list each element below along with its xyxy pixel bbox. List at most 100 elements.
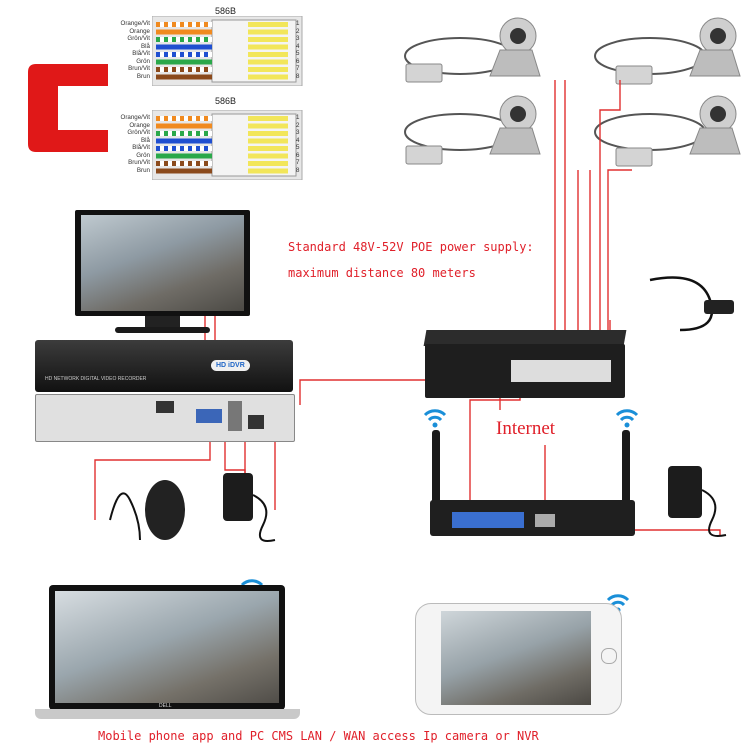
pin-number: 8: [296, 166, 300, 174]
wire-stripe: [160, 146, 164, 151]
wire-stripe: [208, 37, 212, 42]
wire-stripe: [192, 22, 196, 27]
bracket-shape: [28, 64, 108, 152]
wire-stripe: [184, 116, 188, 121]
wire-strand: [156, 138, 212, 144]
ip-camera-icon: [594, 95, 741, 167]
wire-stripe: [200, 146, 204, 151]
wire-stripe: [160, 131, 164, 136]
wire-stripe: [192, 161, 196, 166]
wire-stripe: [168, 131, 172, 136]
nvr-front-label: HD NETWORK DIGITAL VIDEO RECORDER: [45, 376, 147, 382]
poe-distance-text: maximum distance 80 meters: [288, 266, 476, 280]
wire-stripe: [168, 161, 172, 166]
pin-contact: [248, 123, 288, 129]
wire-label: Grön: [136, 57, 150, 65]
pin-contact: [248, 146, 288, 151]
wiring-title: 586B: [215, 6, 237, 16]
wire-stripe: [176, 22, 180, 27]
wire-stripe: [208, 146, 212, 151]
wire-stripe: [192, 146, 196, 151]
wire-stripe: [208, 67, 212, 72]
poe-switch: [423, 330, 627, 400]
wiring-diagram-top: 586B: [100, 6, 310, 90]
nvr-badge: HD iDVR: [211, 360, 250, 371]
pin-contact: [248, 29, 288, 35]
pin-contact: [248, 168, 288, 174]
pin-contact: [248, 131, 288, 136]
wire-strand: [156, 123, 212, 129]
pin-contact: [248, 44, 288, 50]
wire-stripe: [184, 52, 188, 57]
wire-stripe: [192, 37, 196, 42]
router: [430, 430, 640, 540]
wire-stripe: [168, 52, 172, 57]
antenna-right: [622, 430, 630, 515]
pin-number: 5: [296, 144, 300, 151]
wire-stripe: [208, 116, 212, 121]
wire-stripe: [192, 116, 196, 121]
wire-stripe: [200, 52, 204, 57]
pin-number: 7: [296, 65, 300, 72]
ip-camera-icon: [404, 95, 541, 165]
connector-svg: [152, 110, 303, 180]
wiring-diagram-bottom: 586B: [100, 96, 310, 186]
pin-contact: [248, 153, 288, 159]
wire-stripe: [192, 52, 196, 57]
monitor-screen: [81, 215, 244, 311]
laptop-brand: DELL: [159, 703, 172, 709]
poe-supply-text: Standard 48V-52V POE power supply:: [288, 240, 534, 254]
laptop: DELL: [35, 585, 300, 725]
wire-stripe: [192, 131, 196, 136]
phone-screen: [441, 611, 591, 705]
wire-stripe: [160, 67, 164, 72]
wire-stripe: [184, 67, 188, 72]
wire-stripe: [192, 67, 196, 72]
pin-number: 7: [296, 159, 300, 166]
wire-stripe: [176, 161, 180, 166]
pin-contact: [248, 74, 288, 80]
wire-stripe: [168, 37, 172, 42]
pin-number: 4: [296, 42, 300, 50]
wire-label: Brun/Vit: [128, 65, 150, 72]
wire-strand: [156, 168, 212, 174]
wire-stripe: [200, 22, 204, 27]
nvr-device: HD NETWORK DIGITAL VIDEO RECORDER HD iDV…: [35, 340, 295, 442]
wire-label: Blå/Vit: [132, 50, 150, 57]
wire-stripe: [176, 52, 180, 57]
wire-strand: [156, 74, 212, 80]
wire-label: Blå: [141, 136, 150, 144]
wire-stripe: [176, 37, 180, 42]
pin-number: 4: [296, 136, 300, 144]
wire-label: Orange/Vit: [120, 20, 150, 27]
wire-strand: [156, 153, 212, 159]
phone: [415, 603, 622, 715]
wire-stripe: [176, 146, 180, 151]
antenna-left: [432, 430, 440, 515]
pin-number: 6: [296, 151, 300, 159]
connector-svg: [152, 16, 303, 86]
bottom-caption: Mobile phone app and PC CMS LAN / WAN ac…: [98, 729, 539, 743]
mouse-icon: [109, 480, 185, 541]
ip-camera-icon: [404, 17, 541, 83]
wire-stripe: [160, 52, 164, 57]
wire-stripe: [208, 161, 212, 166]
wire-stripe: [168, 22, 172, 27]
wire-stripe: [200, 116, 204, 121]
internet-label: Internet: [496, 418, 556, 439]
wire-label: Brun/Vit: [128, 159, 150, 166]
wire-stripe: [200, 161, 204, 166]
power-cord-icon: [649, 276, 734, 332]
wiring-title: 586B: [215, 96, 237, 106]
wire-stripe: [208, 22, 212, 27]
wire-stripe: [160, 161, 164, 166]
wire-label: Orange: [129, 27, 150, 35]
pin-contact: [248, 37, 288, 42]
wire-label: Blå/Vit: [132, 144, 150, 151]
wire-stripe: [184, 131, 188, 136]
wire-stripe: [208, 131, 212, 136]
pin-contact: [248, 161, 288, 166]
